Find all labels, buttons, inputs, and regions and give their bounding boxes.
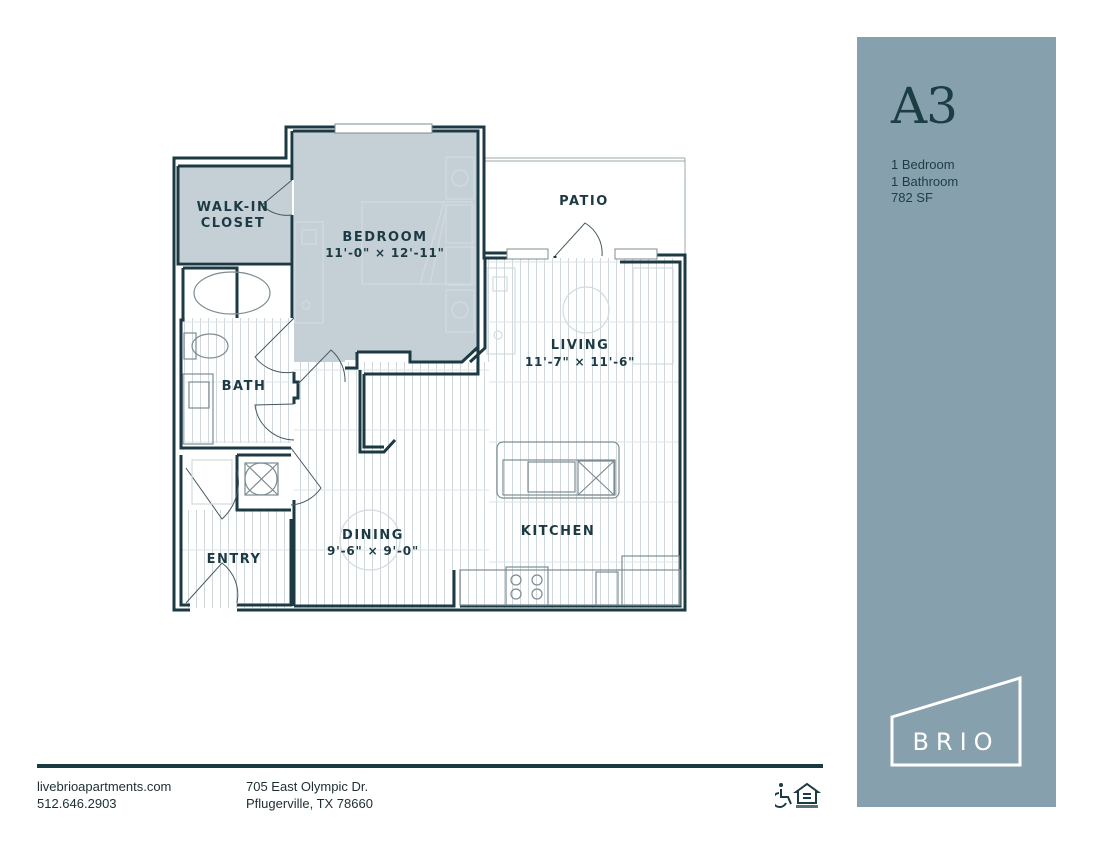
patio-area [485, 157, 686, 255]
living-label: LIVING [551, 338, 610, 353]
bathroom-count: 1 Bathroom [891, 173, 959, 189]
floorplan: WALK-IN CLOSET BEDROOM 11'-0" × 12'-11" … [172, 123, 687, 612]
walk-in-closet-label-2: CLOSET [201, 216, 266, 231]
bedroom-count: 1 Bedroom [891, 157, 955, 172]
doors [185, 179, 603, 604]
footer-divider [37, 764, 823, 768]
square-footage: 782 SF [891, 190, 933, 205]
patio-label: PATIO [559, 194, 609, 209]
equal-housing-opportunity-icon [792, 782, 822, 808]
bath-label: BATH [222, 379, 267, 394]
dining-label: DINING [342, 528, 404, 543]
address-line-1: 705 East Olympic Dr. [246, 779, 369, 794]
bedroom-label: BEDROOM [342, 230, 427, 245]
bedroom-dimensions: 11'-0" × 12'-11" [325, 246, 444, 260]
entry-label: ENTRY [207, 552, 262, 567]
accessibility-icon [775, 783, 792, 808]
wood-floor [181, 258, 680, 608]
brio-logo: BRIO [890, 675, 1022, 767]
room-labels: WALK-IN CLOSET BEDROOM 11'-0" × 12'-11" … [197, 194, 635, 567]
footer-address: 705 East Olympic Dr. Pflugerville, TX 78… [246, 778, 373, 812]
website-link[interactable]: livebrioapartments.com [37, 779, 172, 794]
unit-specs: 1 Bedroom 1 Bathroom 782 SF [891, 157, 958, 207]
dining-dimensions: 9'-6" × 9'-0" [327, 544, 419, 558]
bedroom-area [178, 131, 478, 382]
footer-contact: livebrioapartments.com 512.646.2903 [37, 778, 171, 812]
living-dimensions: 11'-7" × 11'-6" [525, 355, 635, 369]
kitchen-label: KITCHEN [521, 524, 595, 539]
brio-logo-text: BRIO [912, 728, 999, 756]
walk-in-closet-label: WALK-IN [197, 200, 270, 215]
address-line-2: Pflugerville, TX 78660 [246, 796, 373, 811]
windows [334, 123, 658, 260]
footer-icons [775, 782, 822, 808]
phone-number[interactable]: 512.646.2903 [37, 796, 117, 811]
unit-name: A3 [891, 77, 958, 135]
unit-info-panel: A3 1 Bedroom 1 Bathroom 782 SF BRIO [857, 37, 1056, 807]
furniture [182, 156, 681, 606]
